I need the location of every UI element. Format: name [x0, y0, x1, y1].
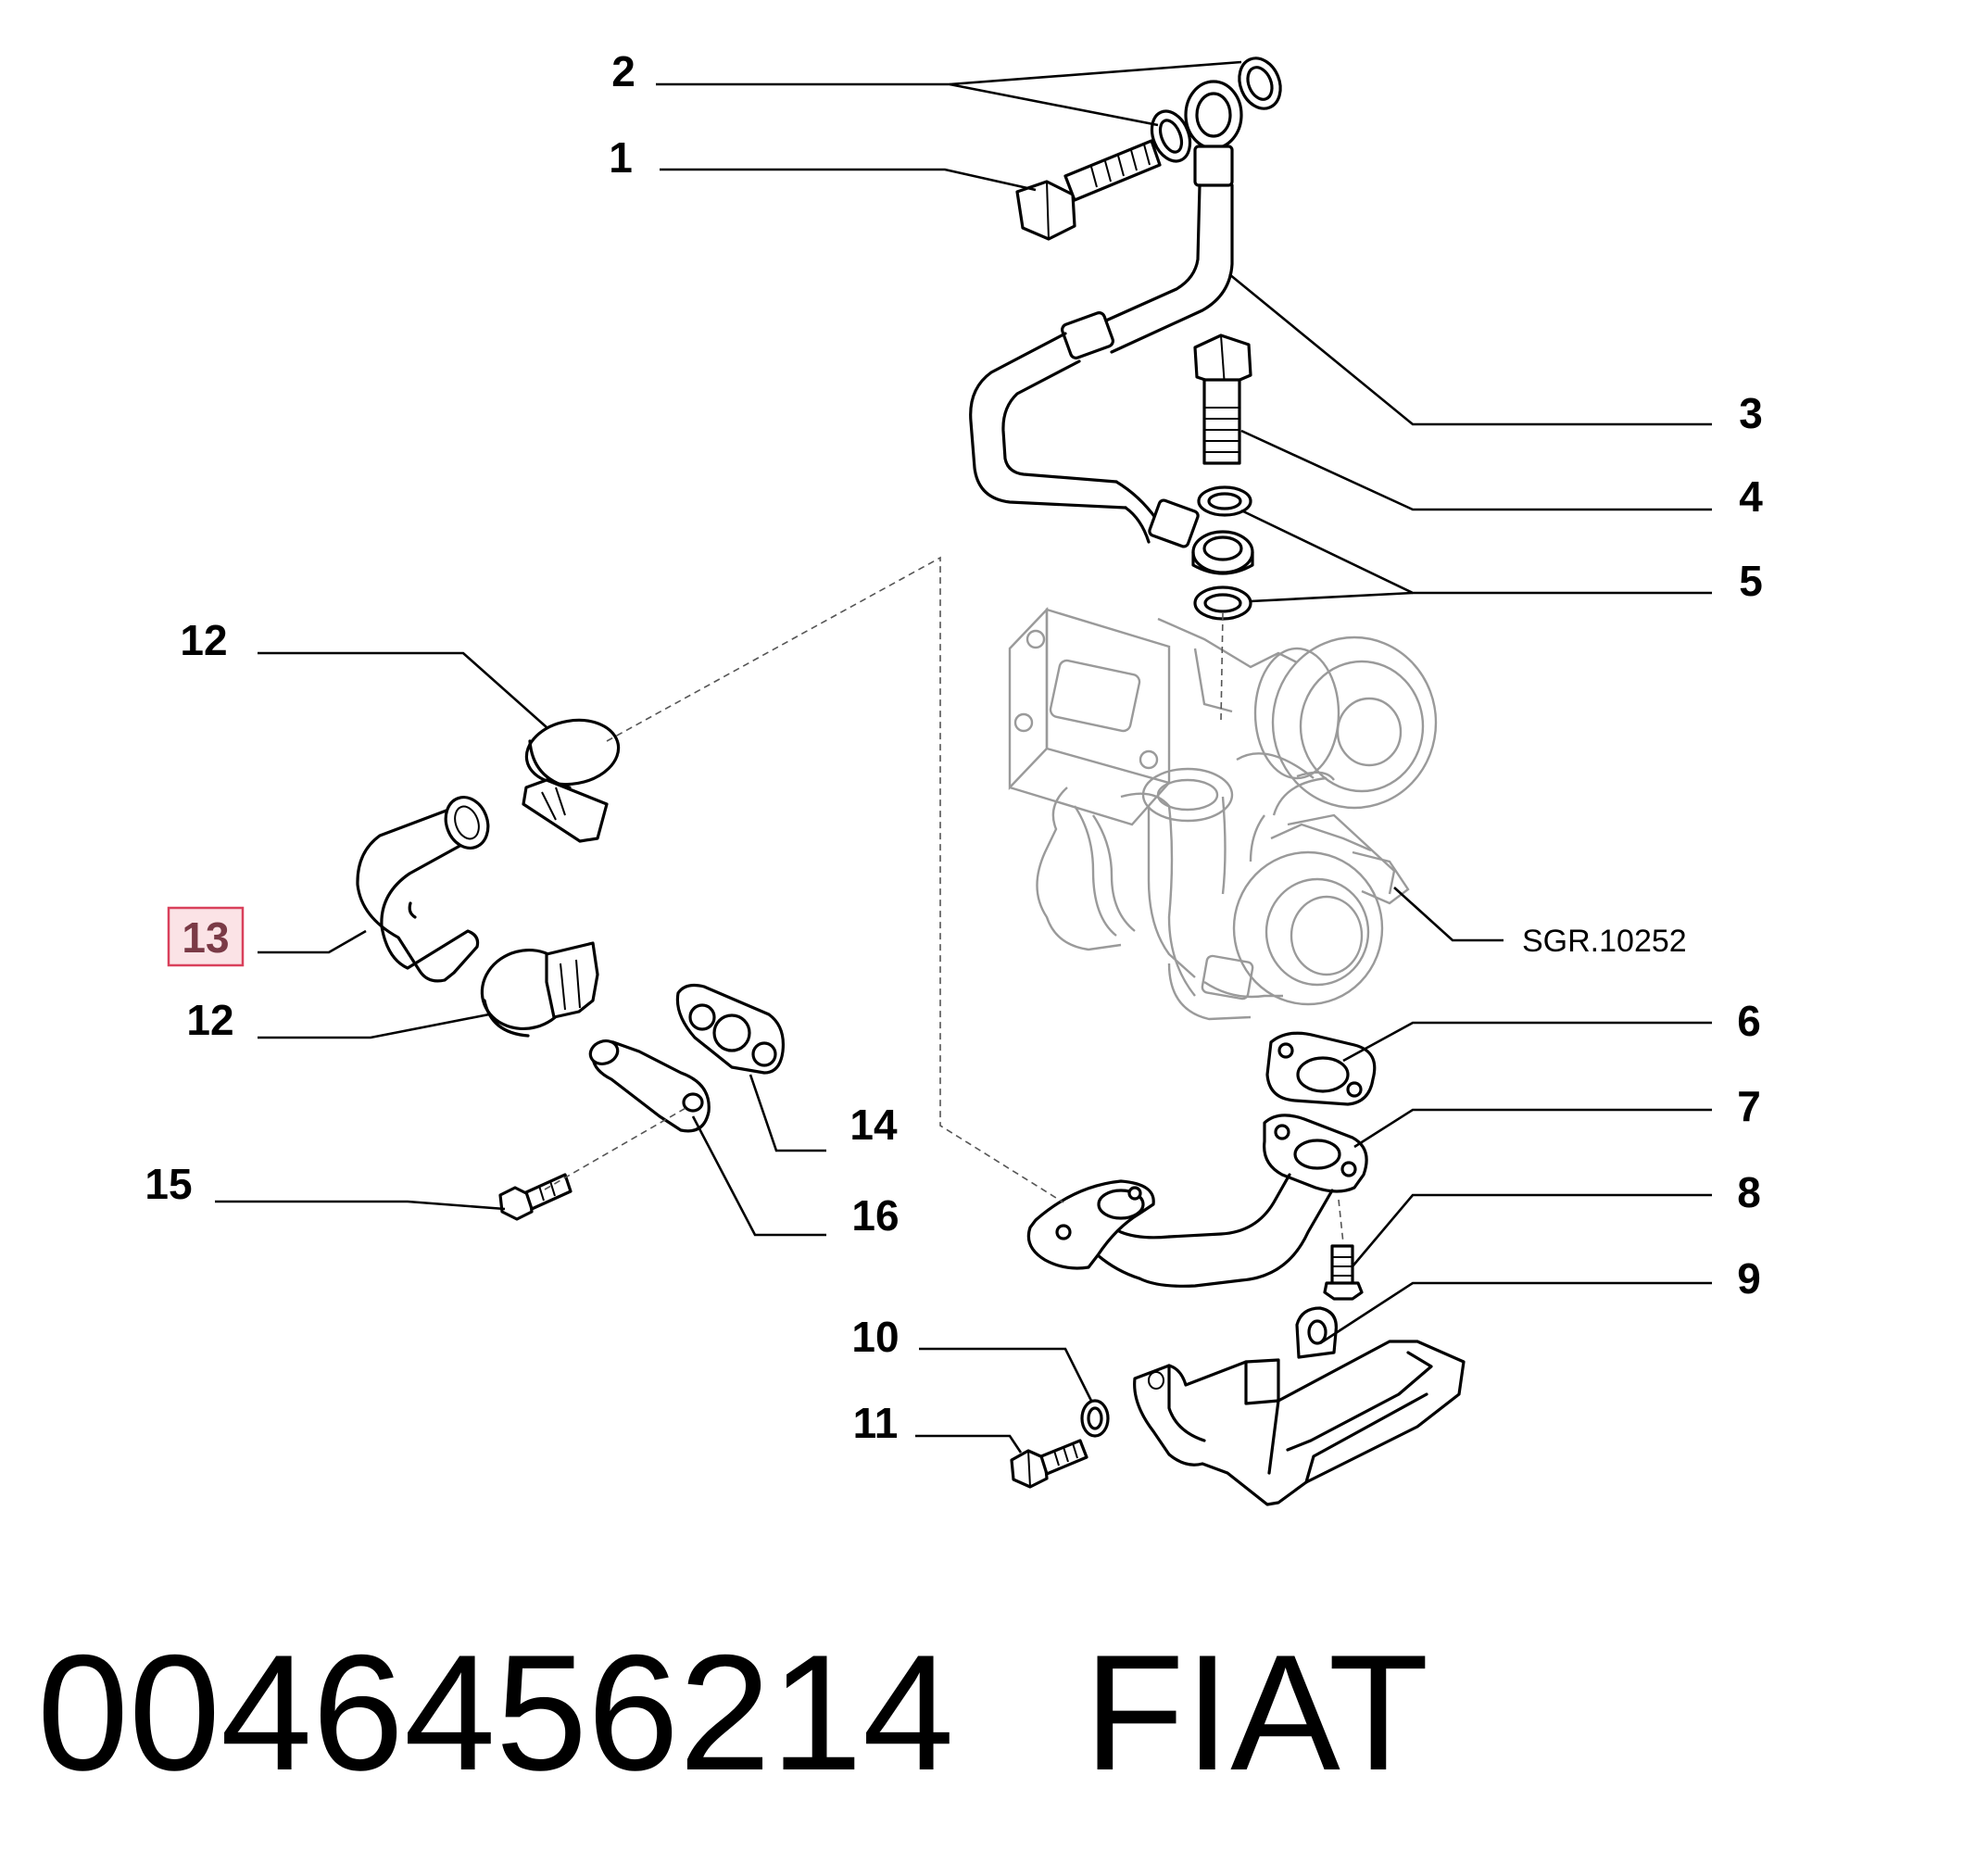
part-15-bolt [498, 1173, 572, 1221]
turbocharger-assembly [1008, 607, 1438, 1021]
part-9-heat-shield [1133, 1306, 1466, 1506]
part-16-drain-flange [588, 1039, 711, 1133]
callout-12-lower[interactable]: 12 [186, 996, 233, 1044]
callout-2: 2 [611, 47, 635, 95]
part-14-gasket [675, 983, 786, 1075]
assembly-dashed-lines [544, 556, 1344, 1244]
callout-7: 7 [1737, 1082, 1761, 1130]
callout-4: 4 [1739, 472, 1763, 521]
leader-lines [215, 60, 1712, 1454]
callout-6: 6 [1737, 997, 1761, 1045]
part-11-bolt [1010, 1439, 1088, 1489]
callout-10: 10 [851, 1313, 899, 1361]
part-3-oil-feed-pipe [969, 80, 1254, 575]
part-number: 0046456214 [37, 1620, 954, 1805]
callout-8: 8 [1737, 1168, 1761, 1216]
callout-3: 3 [1739, 389, 1763, 437]
part-12-hose-clamp-lower [480, 941, 599, 1038]
part-4-bolt [1193, 334, 1252, 465]
callout-13-highlight-box[interactable] [167, 906, 245, 967]
drawing-reference-label: SGR.10252 [1522, 924, 1687, 959]
callout-16: 16 [851, 1191, 899, 1240]
brand-name: FIAT [1083, 1620, 1429, 1805]
callout-9: 9 [1737, 1254, 1761, 1303]
callout-13[interactable]: 13 [182, 913, 229, 962]
part-1-bolt [1015, 139, 1162, 241]
part-8-bolt [1323, 1244, 1364, 1301]
part-7-oil-return-pipe [1026, 1114, 1368, 1288]
callout-1: 1 [609, 133, 633, 182]
callout-12-upper[interactable]: 12 [180, 616, 227, 664]
part-2-washers [1150, 57, 1282, 163]
part-10-washer [1080, 1399, 1110, 1438]
part-13-elbow-hose [356, 796, 490, 983]
callout-5: 5 [1739, 557, 1763, 605]
part-5-washers [1193, 485, 1252, 621]
callout-14: 14 [849, 1101, 898, 1149]
callout-15: 15 [145, 1160, 192, 1208]
callout-11: 11 [853, 1399, 899, 1447]
part-6-gasket [1265, 1031, 1377, 1106]
part-12-hose-clamp-upper [522, 718, 621, 843]
